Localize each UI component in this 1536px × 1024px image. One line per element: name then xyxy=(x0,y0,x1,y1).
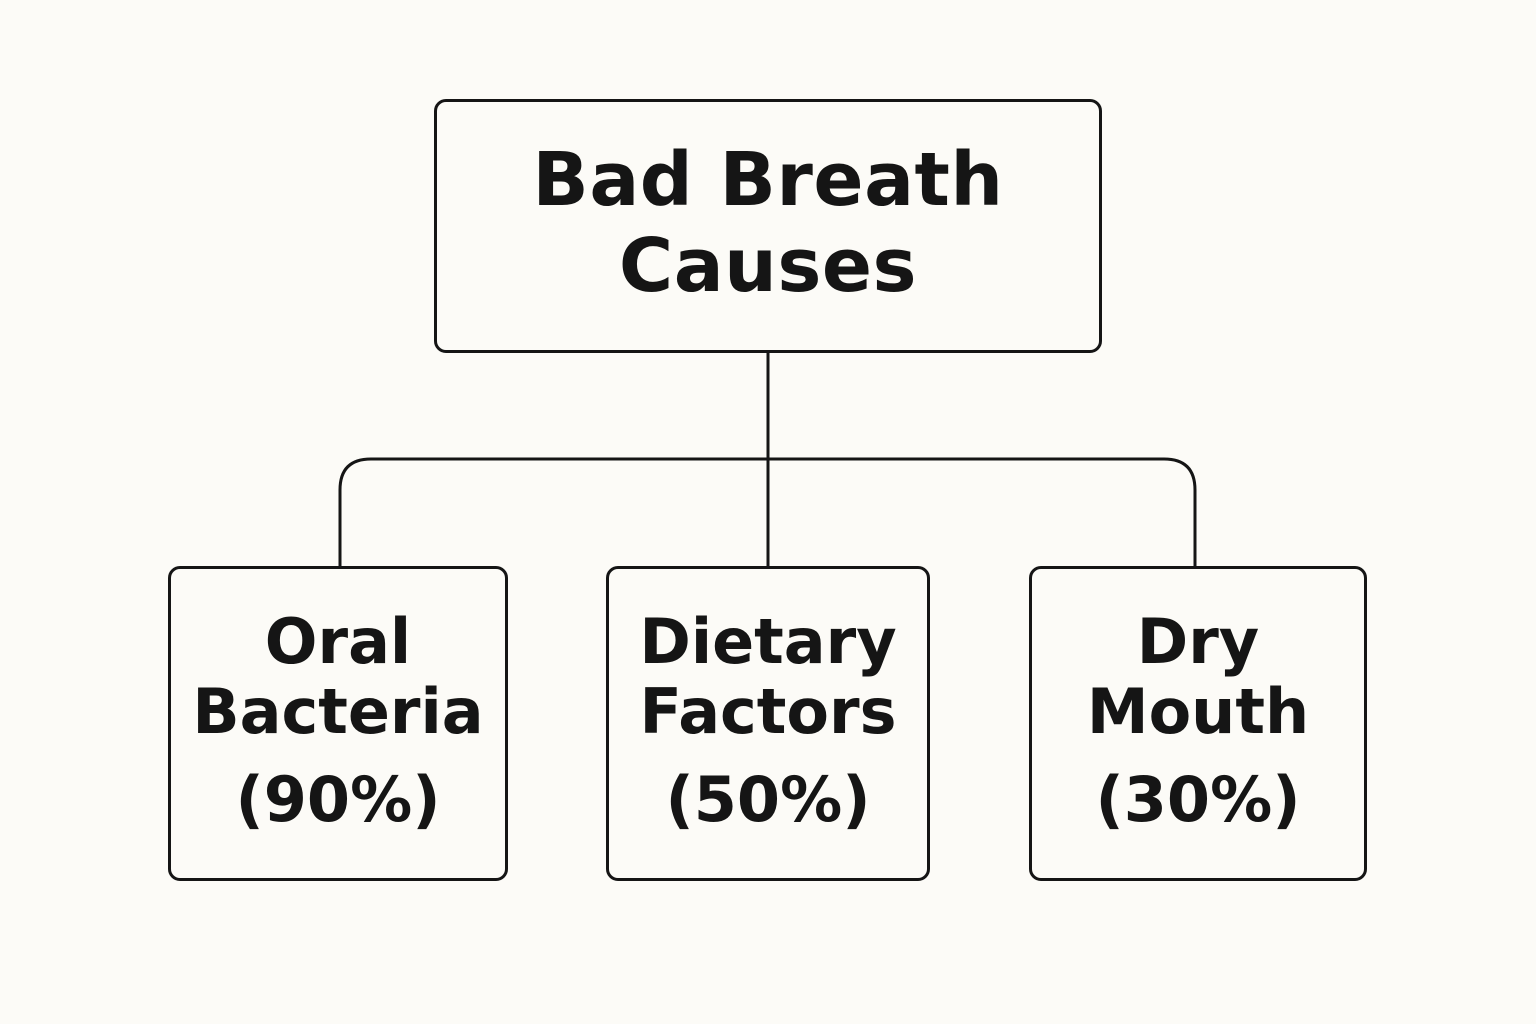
cause-percentage: (30%) xyxy=(1095,762,1301,836)
cause-percentage: (90%) xyxy=(235,762,441,836)
cause-label-line-2: Factors xyxy=(639,674,897,748)
cause-node-text: Dry Mouth (30%) xyxy=(1086,604,1310,836)
root-node-bad-breath-causes: Bad Breath Causes xyxy=(434,99,1102,353)
cause-label-line-1: Oral xyxy=(264,604,412,678)
cause-label-line-1: Dietary xyxy=(639,604,897,678)
cause-percentage: (50%) xyxy=(665,762,871,836)
cause-node-text: Oral Bacteria (90%) xyxy=(192,604,484,836)
cause-node-dry-mouth: Dry Mouth (30%) xyxy=(1029,566,1367,881)
cause-label-line-2: Bacteria xyxy=(192,674,484,748)
cause-node-dietary-factors: Dietary Factors (50%) xyxy=(606,566,930,881)
cause-node-text: Dietary Factors (50%) xyxy=(639,604,897,836)
cause-node-oral-bacteria: Oral Bacteria (90%) xyxy=(168,566,508,881)
root-node-text: Bad Breath Causes xyxy=(532,137,1003,309)
root-title-line-1: Bad Breath xyxy=(532,137,1004,223)
cause-label-line-1: Dry xyxy=(1136,604,1260,678)
cause-label-line-2: Mouth xyxy=(1086,674,1310,748)
root-title-line-2: Causes xyxy=(618,223,918,309)
